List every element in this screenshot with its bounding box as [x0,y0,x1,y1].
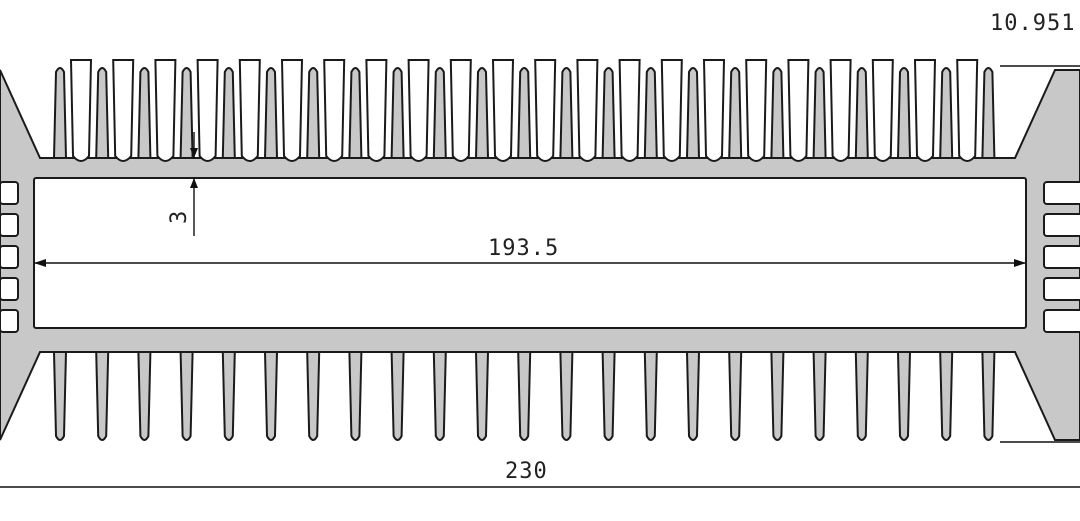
top-fin [390,67,405,159]
dimension-fin-pitch: 10.951 [990,11,1080,67]
top-fin-gap [407,59,430,162]
top-fin-row [52,59,996,162]
top-fin [348,67,363,159]
top-fin-gap [449,59,472,162]
top-fin-gap [745,59,768,162]
bottom-fin [137,351,152,441]
top-fin-gap [112,59,135,162]
bottom-fin [348,351,363,441]
top-fin [263,67,279,159]
top-fin-gap [365,59,388,162]
top-fin [728,67,743,159]
bottom-fin [685,351,701,441]
top-fin [939,67,954,159]
bottom-fin [728,351,743,441]
top-fin-gap [956,59,979,162]
bottom-fin [432,351,447,441]
top-fin [517,67,532,159]
top-fin-gap [154,59,177,162]
bottom-fin [221,351,236,441]
top-fin [643,67,658,159]
left-slot [0,181,19,205]
top-fin-gap [196,59,219,162]
top-fin [854,67,869,159]
dimension-overall-width: 230 [0,441,1080,488]
bottom-fin [601,351,616,441]
top-fin-gap [491,59,515,162]
left-side-slots [0,181,19,333]
inner-cavity [33,177,1027,329]
dimension-overall-width-label: 230 [505,459,548,484]
dimension-inner-width: 193.5 [34,236,1026,267]
bottom-fin [179,351,194,441]
top-fin [559,67,574,159]
left-slot [0,277,19,301]
top-fin [474,67,490,159]
top-fin [432,67,447,159]
bottom-fin [559,351,574,441]
bottom-fin [517,351,532,441]
top-fin [306,67,321,159]
top-fin [981,67,996,159]
top-fin-gap [829,59,852,162]
bottom-fin [896,351,912,441]
bottom-fin [770,351,785,441]
dimension-base-thickness: 3 [167,132,198,236]
top-fin-gap [618,59,641,162]
top-fin [137,67,152,159]
top-fin [95,67,110,159]
top-fin [52,67,68,159]
dimension-inner-width-label: 193.5 [488,236,559,261]
right-slot [1043,213,1080,237]
left-slot [0,245,19,269]
bottom-fin [474,351,490,441]
top-fin [812,67,827,159]
bottom-fin [306,351,321,441]
bottom-fin [854,351,869,441]
bottom-fin-row [52,351,996,441]
left-slot [0,309,19,333]
top-fin [770,67,785,159]
top-fin [221,67,236,159]
right-side-slots [1043,181,1080,333]
right-slot [1043,245,1080,269]
dimension-base-thickness-label: 3 [167,210,192,224]
top-fin [601,67,616,159]
top-fin-gap [534,59,557,162]
left-slot [0,213,19,237]
dimension-fin-pitch-label: 10.951 [990,11,1075,36]
bottom-fin [981,351,996,441]
top-fin-gap [913,59,937,162]
right-slot [1043,309,1080,333]
right-slot [1043,181,1080,205]
top-fin-gap [660,59,683,162]
bottom-fin [52,351,68,441]
top-fin-gap [280,59,304,162]
top-fin-gap [702,59,726,162]
bottom-fin [812,351,827,441]
top-fin-gap [871,59,894,162]
top-fin-gap [238,59,261,162]
top-fin-gap [69,59,93,162]
right-slot [1043,277,1080,301]
top-fin [896,67,912,159]
top-fin [685,67,701,159]
top-fin [179,67,194,159]
top-fin-gap [787,59,810,162]
bottom-fin [939,351,954,441]
bottom-fin [263,351,279,441]
bottom-fin [390,351,405,441]
top-fin-gap [576,59,599,162]
heatsink-body [0,69,1080,441]
bottom-fin [643,351,658,441]
bottom-fin [95,351,110,441]
top-fin-gap [323,59,346,162]
